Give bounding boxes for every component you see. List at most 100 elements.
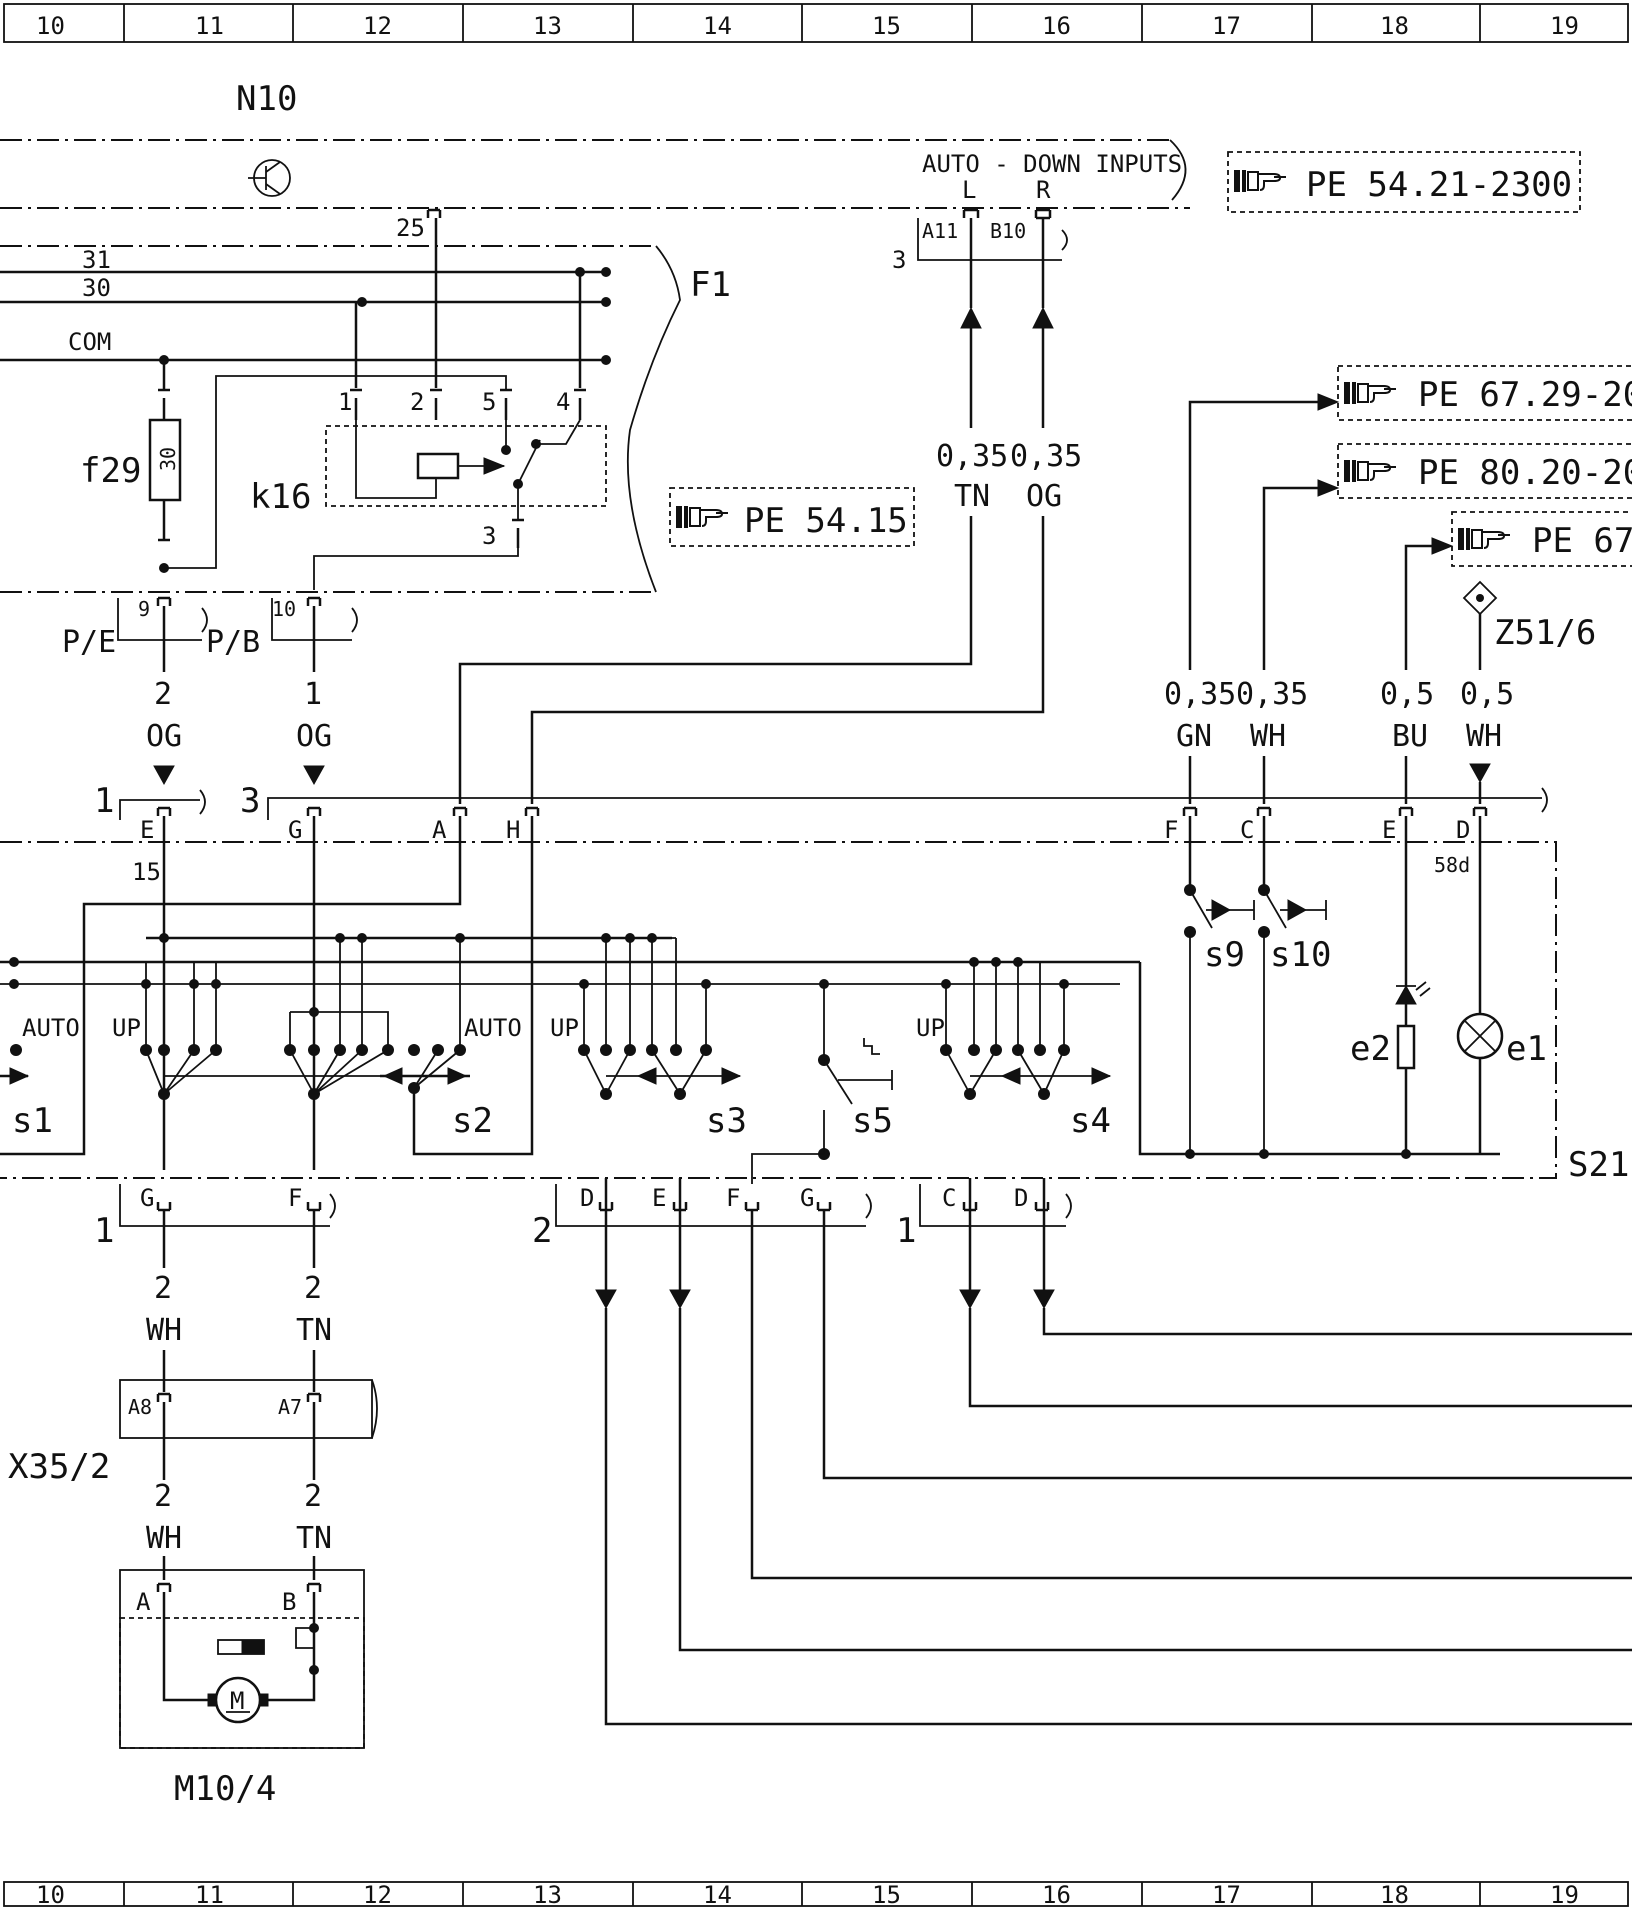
ground-z51-6: Z51/6 <box>1462 580 1596 670</box>
reference-pe-67[interactable]: PE 67 <box>1451 511 1632 567</box>
switch-s10[interactable]: s10 <box>1258 816 1331 1154</box>
label-up-s2: UP <box>112 1014 141 1042</box>
motor-icon: M <box>207 1676 269 1724</box>
wire-f29-gauge: 2 <box>154 677 172 712</box>
bottom-pin-f-mid: F <box>726 1184 740 1212</box>
controller-n10: N10 AUTO - DOWN INPUTS L R PE 54.21-2300… <box>0 79 1581 274</box>
label-up-s4: UP <box>916 1014 945 1042</box>
wire-motor-b-color: TN <box>296 1313 332 1348</box>
relay-pin-4: 4 <box>556 388 570 416</box>
switch-s4[interactable]: UP s4 <box>916 957 1112 1141</box>
rail-com-label: COM <box>68 328 111 356</box>
reference-label: PE 54.15 <box>744 501 908 541</box>
relay-name: k16 <box>250 477 311 517</box>
reference-pe-80-20[interactable]: PE 80.20-200 <box>1337 443 1632 499</box>
pin-e-right: E <box>1382 816 1396 844</box>
bottom-left-conn-number: 1 <box>94 1211 114 1251</box>
reference-label: PE 67.29-20 <box>1418 375 1632 415</box>
wire-tn-color: TN <box>954 479 990 514</box>
switch-s3-label: s3 <box>706 1101 747 1141</box>
grid-col-18: 18 <box>1380 12 1409 40</box>
wire-motor-a2-color: WH <box>146 1521 182 1556</box>
input-pin-l: L <box>962 176 976 204</box>
auto-down-inputs-label: AUTO - DOWN INPUTS <box>922 150 1182 178</box>
grid-col-12-bottom: 12 <box>363 1881 392 1908</box>
wire-wh1-gauge: 0,35 <box>1236 677 1308 712</box>
reference-pe-67-29[interactable]: PE 67.29-20 <box>1337 365 1632 421</box>
wire-k16-color: OG <box>296 719 332 754</box>
grid-ruler-top: 10 11 12 13 14 15 16 17 18 19 <box>3 3 1629 43</box>
relay-pin-1: 1 <box>338 388 352 416</box>
switch-s9-label: s9 <box>1204 935 1245 975</box>
grid-col-13-bottom: 13 <box>533 1881 562 1908</box>
wire-wh2-gauge: 0,5 <box>1460 677 1514 712</box>
wire-og-color: OG <box>1026 479 1062 514</box>
connector-pin-a8: A8 <box>128 1395 152 1419</box>
pin-d-right: D <box>1456 816 1470 844</box>
grid-col-17-bottom: 17 <box>1212 1881 1241 1908</box>
switch-s1[interactable]: AUTO s1 <box>0 1014 80 1141</box>
grid-col-14-bottom: 14 <box>703 1881 732 1908</box>
label-up-s3: UP <box>550 1014 579 1042</box>
switch-s2[interactable]: UP AUTO <box>112 933 522 1141</box>
wire-motor-b-gauge: 2 <box>304 1271 322 1306</box>
wire-motor-b2-color: TN <box>296 1521 332 1556</box>
reference-pe-54-21-2300[interactable]: PE 54.21-2300 <box>1227 151 1581 213</box>
out-pin-10: 10 <box>272 597 296 621</box>
fuse-box-name: F1 <box>690 265 731 305</box>
pointer-hand-icon <box>1343 381 1397 405</box>
label-pb: P/B <box>206 625 260 660</box>
lamp-e1: e1 <box>1456 816 1547 1154</box>
wire-wh1-color: WH <box>1250 719 1286 754</box>
switch-s2-label: s2 <box>452 1101 493 1141</box>
transistor-icon <box>248 159 291 197</box>
pin-c-right: C <box>1240 816 1254 844</box>
switch-s3[interactable]: UP s3 <box>550 933 747 1141</box>
led-e2: e2 <box>1350 816 1431 1159</box>
wires-fuse-outputs: 2 OG 1 OG <box>146 606 332 786</box>
motor-symbol: M <box>230 1687 244 1715</box>
pointer-hand-icon <box>675 505 729 529</box>
motor-name: M10/4 <box>174 1769 276 1809</box>
input-pin-r: R <box>1036 176 1051 204</box>
wire-motor-a2-gauge: 2 <box>154 1479 172 1514</box>
grid-col-10-bottom: 10 <box>36 1881 65 1908</box>
grid-col-15: 15 <box>872 12 901 40</box>
grid-col-11: 11 <box>195 12 224 40</box>
motor-m10-4: A B M M10/4 <box>119 1569 365 1809</box>
conn1-number: 1 <box>94 781 114 821</box>
bottom-pin-g-left: G <box>140 1184 154 1212</box>
led-e2-label: e2 <box>1350 1029 1391 1069</box>
grid-col-11-bottom: 11 <box>195 1881 224 1908</box>
switch-block-s21: 1 3 E G A H F C E D 15 58d S21 <box>0 781 1629 1185</box>
connector-number-3-top: 3 <box>892 246 906 274</box>
pointer-hand-icon <box>1343 459 1397 483</box>
wire-f29-color: OG <box>146 719 182 754</box>
pin-g-left: G <box>288 816 302 844</box>
lamp-e1-label: e1 <box>1506 1029 1547 1069</box>
wires-controller-inputs: 0,35 TN 0,35 OG <box>458 240 1082 804</box>
reference-pe-54-15[interactable]: PE 54.15 <box>669 487 915 547</box>
wire-tn-gauge: 0,35 <box>936 439 1008 474</box>
switch-block-name: S21 <box>1568 1145 1629 1185</box>
switch-s9[interactable]: s9 <box>1184 816 1255 1154</box>
pin-15: 15 <box>132 858 161 886</box>
grid-col-14: 14 <box>703 12 732 40</box>
bottom-connectors: 1 G F 2 D E F G 1 C D <box>94 1178 1632 1726</box>
bottom-pin-e-mid: E <box>652 1184 666 1212</box>
label-pe: P/E <box>62 625 116 660</box>
grid-col-15-bottom: 15 <box>872 1881 901 1908</box>
switch-s5[interactable]: s5 <box>818 979 893 1160</box>
wire-og-gauge: 0,35 <box>1010 439 1082 474</box>
pin-e-left: E <box>140 816 154 844</box>
fuse-name: f29 <box>80 451 141 491</box>
wire-motor-a-color: WH <box>146 1313 182 1348</box>
connector-pin-a7: A7 <box>278 1395 302 1419</box>
conn3-number: 3 <box>240 781 260 821</box>
wire-motor-b2-gauge: 2 <box>304 1479 322 1514</box>
wire-bu-color: BU <box>1392 719 1428 754</box>
bottom-pin-d-right: D <box>1014 1184 1028 1212</box>
grid-col-16: 16 <box>1042 12 1071 40</box>
wire-k16-gauge: 1 <box>304 677 322 712</box>
